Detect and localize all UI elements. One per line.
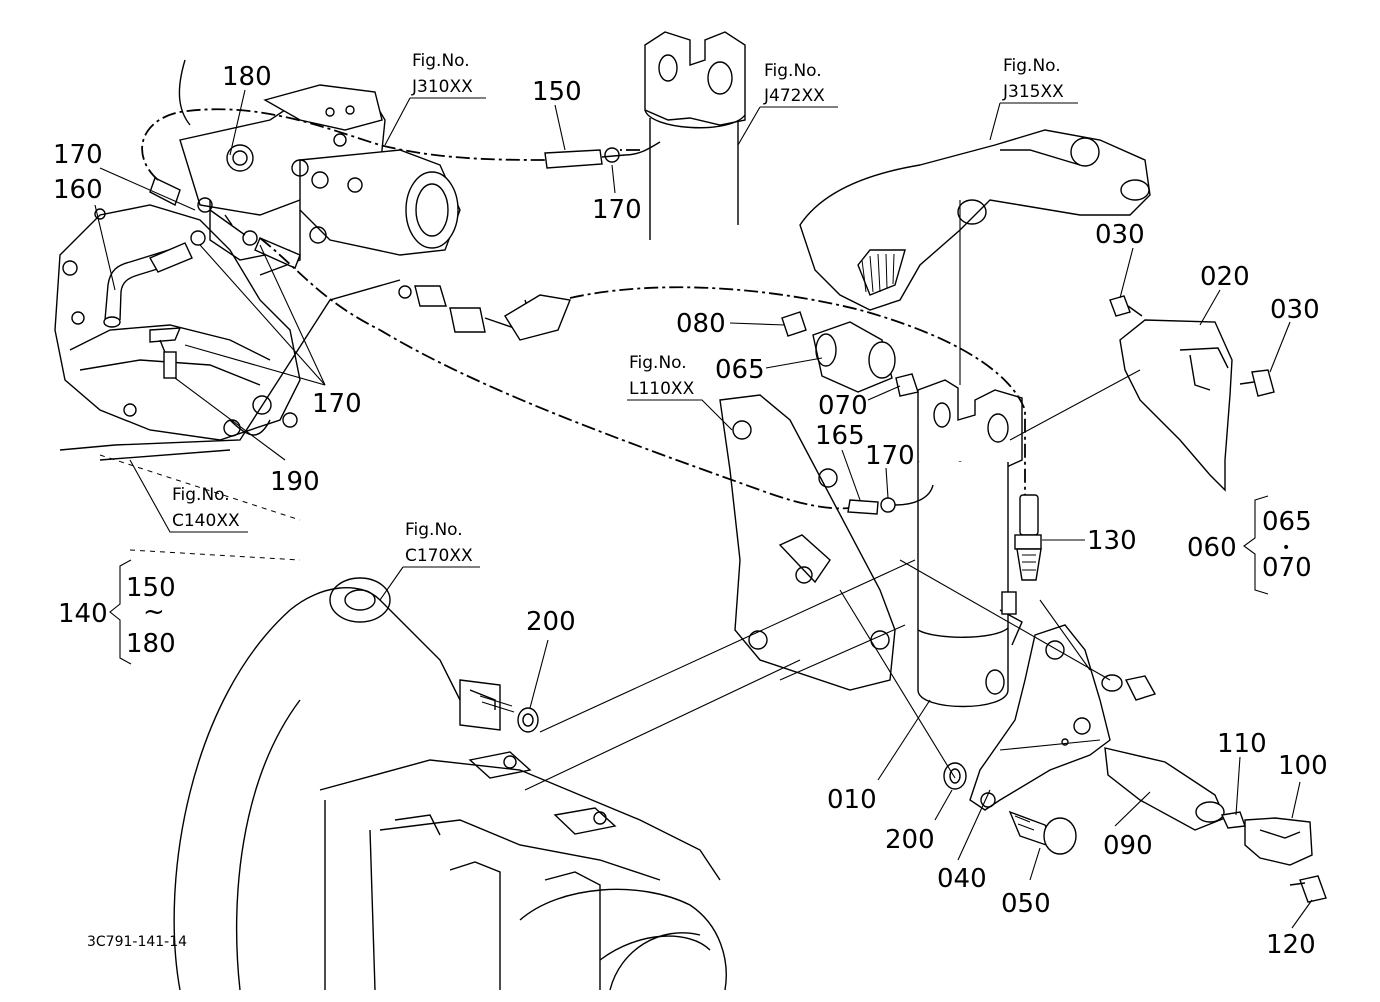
group-140-item-top: 150 xyxy=(126,573,176,603)
group-060-item-top: 065 xyxy=(1262,507,1312,537)
group-060-label: 060 xyxy=(1187,533,1237,563)
fig-ref-j310-code: J310XX xyxy=(411,77,473,97)
fig-ref-c140-prefix: Fig.No. xyxy=(172,485,230,505)
group-140-bracket: 140 150 ~ 180 xyxy=(58,559,176,665)
part-label-190: 190 xyxy=(270,467,320,497)
figure-references: Fig.No. J310XX Fig.No. J472XX Fig.No. J3… xyxy=(129,51,1078,601)
fig-ref-j310-prefix: Fig.No. xyxy=(412,51,470,71)
fig-ref-j315-code: J315XX xyxy=(1002,82,1064,102)
fig-ref-j472-code: J472XX xyxy=(763,86,825,106)
part-label-090: 090 xyxy=(1103,831,1153,861)
fig-ref-c140-code: C140XX xyxy=(172,511,240,531)
fig-ref-l110-code: L110XX xyxy=(629,379,695,399)
part-label-100: 100 xyxy=(1278,751,1328,781)
part-label-050: 050 xyxy=(1001,889,1051,919)
hydraulic-hose-routes xyxy=(141,108,1026,510)
part-label-130: 130 xyxy=(1087,526,1137,556)
washer-200-right xyxy=(943,762,967,790)
fig-ref-c170-prefix: Fig.No. xyxy=(405,520,463,540)
group-060-item-bottom: 070 xyxy=(1262,553,1312,583)
fig-ref-j472-prefix: Fig.No. xyxy=(764,61,822,81)
group-060-bracket: 060 065 • 070 xyxy=(1187,495,1312,595)
fig-ref-c170-code: C170XX xyxy=(405,546,473,566)
part-label-165: 165 xyxy=(815,421,865,451)
bracket-l110-reference xyxy=(719,394,896,691)
part-label-120: 120 xyxy=(1266,930,1316,960)
washer-200-left xyxy=(517,707,539,733)
hydraulic-pipe-160 xyxy=(103,177,301,328)
valve-065 xyxy=(781,311,919,397)
arm-040-assembly xyxy=(969,624,1327,903)
lift-arm-j315-reference xyxy=(799,129,1151,311)
shield-020 xyxy=(1109,295,1275,492)
part-label-170-left: 170 xyxy=(312,389,362,419)
part-labels: 180 150 170 170 160 170 190 030 020 030 … xyxy=(53,62,1328,960)
assembly-centerlines xyxy=(524,200,1141,791)
group-140-item-bottom: 180 xyxy=(126,629,176,659)
group-140-separator: ~ xyxy=(143,597,165,627)
cylinder-j472-reference xyxy=(644,31,746,240)
fig-ref-j315-prefix: Fig.No. xyxy=(1003,56,1061,76)
part-label-160: 160 xyxy=(53,175,103,205)
part-label-040: 040 xyxy=(937,864,987,894)
part-label-080: 080 xyxy=(676,309,726,339)
hydraulic-valve-block xyxy=(178,59,461,276)
part-label-200-left: 200 xyxy=(526,607,576,637)
part-label-170-cyl: 170 xyxy=(865,441,915,471)
clamp-190 xyxy=(149,327,182,379)
sensor-130 xyxy=(1014,494,1042,581)
hydraulic-fitting-chain xyxy=(398,285,571,341)
group-060-separator: • xyxy=(1282,540,1290,556)
fig-ref-l110-prefix: Fig.No. xyxy=(629,353,687,373)
part-label-170-top: 170 xyxy=(53,140,103,170)
part-label-030-right: 030 xyxy=(1270,295,1320,325)
part-label-070: 070 xyxy=(818,391,868,421)
part-label-180: 180 xyxy=(222,62,272,92)
part-label-200-right: 200 xyxy=(885,825,935,855)
part-label-020: 020 xyxy=(1200,262,1250,292)
part-label-110: 110 xyxy=(1217,729,1267,759)
part-label-065: 065 xyxy=(715,355,765,385)
cylinder-010 xyxy=(917,379,1023,708)
part-label-010: 010 xyxy=(827,785,877,815)
part-label-150: 150 xyxy=(532,77,582,107)
rear-axle-housing xyxy=(99,454,727,991)
drawing-code: 3C791-141-14 xyxy=(87,934,187,950)
hose-150 xyxy=(544,141,661,169)
group-140-label: 140 xyxy=(58,599,108,629)
part-label-170-hose: 170 xyxy=(592,195,642,225)
part-label-030-top: 030 xyxy=(1095,220,1145,250)
